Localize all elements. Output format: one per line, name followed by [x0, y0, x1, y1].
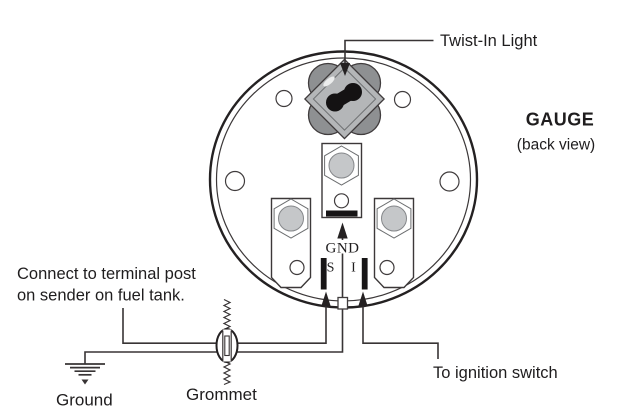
terminal-hole [289, 259, 305, 276]
ground-symbol [65, 363, 105, 385]
locating-tab [337, 296, 349, 310]
light-highlight [323, 76, 335, 87]
i-slot-bar [361, 258, 368, 290]
terminal-stud [381, 205, 407, 232]
wire-ground [84, 236, 344, 364]
arrowhead-up-icon [321, 291, 331, 307]
light-slot [326, 83, 362, 112]
i-label: I [351, 261, 356, 276]
arrowhead-down-icon [340, 63, 350, 76]
s-slot-bar [320, 258, 327, 290]
bulkhead-hatch-top [222, 298, 232, 331]
ignition-label: To ignition switch [433, 364, 558, 382]
grommet-label: Grommet [186, 385, 257, 404]
ground-tip [81, 379, 89, 385]
twist-in-light-label: Twist-In Light [440, 32, 538, 50]
arrowhead-up-icon [337, 222, 348, 239]
terminal-stud [278, 205, 304, 232]
mounting-hole-right [439, 171, 460, 192]
terminal-s-post [270, 197, 312, 289]
grommet-assembly [215, 298, 239, 386]
wire-ignition [362, 304, 439, 359]
twist-in-light-leader [340, 39, 434, 76]
mounting-hole-top-left [275, 89, 293, 108]
terminal-hole [379, 259, 395, 276]
grommet-core [224, 335, 230, 357]
terminal-stud [328, 152, 355, 179]
arrowhead-up-icon [358, 291, 368, 307]
terminal-contact-bar [326, 210, 358, 217]
mounting-hole-left [224, 170, 246, 192]
terminal-hole [333, 193, 350, 209]
twist-in-light-assembly [303, 58, 386, 140]
gauge-subtitle: (back view) [517, 137, 595, 154]
ground-label: Ground [56, 391, 113, 410]
bulkhead-hatch-bottom [222, 360, 232, 386]
sender-note-line2: on sender on fuel tank. [17, 287, 185, 305]
gnd-label: GND [326, 241, 360, 257]
s-label: S [327, 261, 335, 276]
gnd-label-backing [325, 240, 360, 254]
mounting-hole-top-right [393, 90, 412, 109]
terminal-gnd-post [321, 142, 363, 219]
gauge-title: GAUGE [526, 110, 595, 130]
terminal-i-post [373, 197, 415, 289]
sender-note-line1: Connect to terminal post [17, 265, 196, 283]
